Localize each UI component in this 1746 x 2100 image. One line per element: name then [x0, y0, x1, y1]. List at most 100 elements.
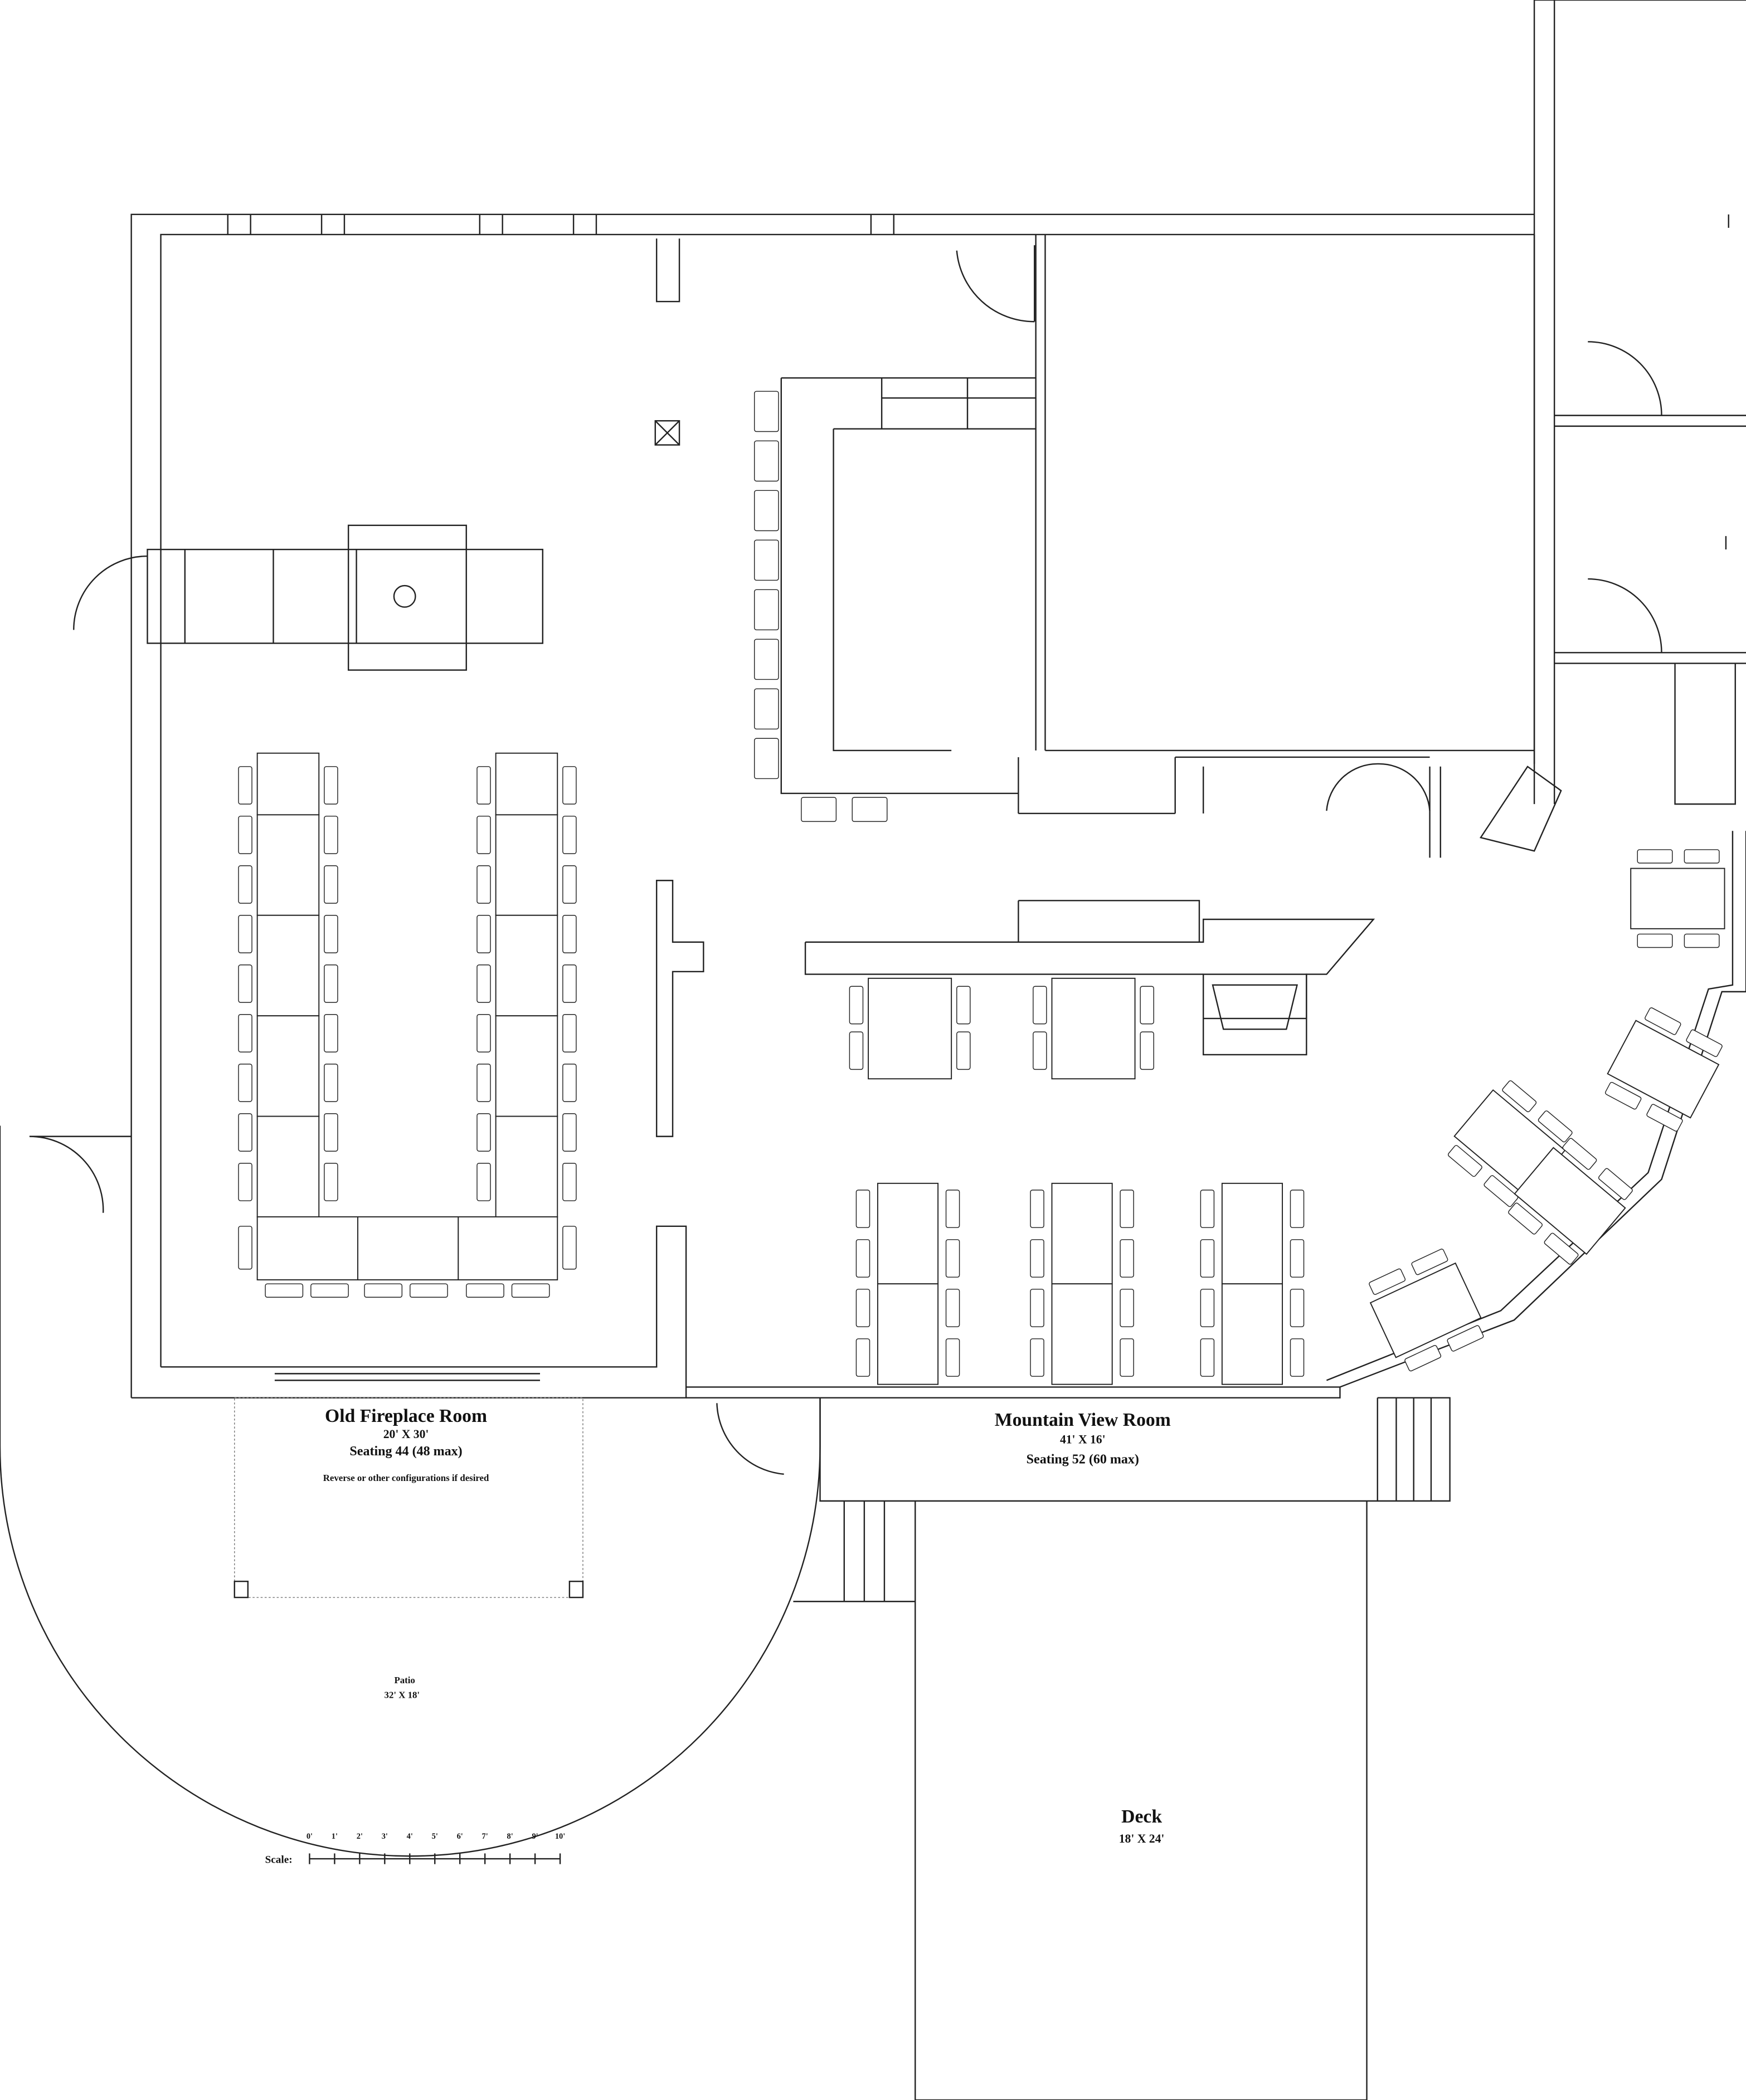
chair	[1140, 986, 1154, 1025]
chair	[562, 1226, 577, 1270]
chair	[476, 1064, 491, 1102]
deck-size: 18' X 24'	[1119, 1832, 1165, 1845]
chair	[753, 589, 779, 631]
chair	[753, 639, 779, 680]
scale-tick-label: 1'	[332, 1832, 338, 1841]
chair	[324, 915, 338, 953]
chair	[238, 1163, 252, 1201]
table	[1221, 1182, 1283, 1285]
chair	[238, 1113, 252, 1152]
chair	[238, 1064, 252, 1102]
chair	[753, 391, 779, 432]
chair	[324, 1113, 338, 1152]
chair	[1030, 1239, 1044, 1278]
scale-tick-label: 6'	[457, 1832, 463, 1841]
labels: Old Fireplace Room 20' X 30' Seating 44 …	[323, 1406, 1171, 1845]
table	[256, 1115, 320, 1217]
chair	[1447, 1145, 1482, 1177]
chair	[562, 915, 577, 953]
chair	[1033, 986, 1047, 1025]
chair	[945, 1289, 960, 1327]
chair	[1598, 1168, 1633, 1200]
scale-bar: Scale: 0'1'2'3'4'5'6'7'8'9'10'	[265, 1832, 566, 1865]
chair	[265, 1283, 304, 1298]
old-fireplace-room-title: Old Fireplace Room	[325, 1406, 487, 1426]
table-group	[1508, 1138, 1633, 1265]
chair	[310, 1283, 349, 1298]
chair	[753, 539, 779, 581]
chair	[324, 1014, 338, 1053]
mountain-view-room-seating: Seating 52 (60 max)	[1027, 1453, 1139, 1467]
chair	[1684, 849, 1720, 864]
scale-tick-label: 3'	[382, 1832, 388, 1841]
chair	[753, 688, 779, 730]
chair	[1544, 1232, 1579, 1265]
patio-title: Patio	[394, 1675, 415, 1685]
chair	[476, 1163, 491, 1201]
chair	[753, 440, 779, 482]
chair	[1120, 1289, 1134, 1327]
patio-size: 32' X 18'	[385, 1689, 420, 1700]
table-group	[1604, 1007, 1723, 1132]
scale-tick-label: 2'	[357, 1832, 363, 1841]
chair	[1645, 1007, 1681, 1035]
chair	[1538, 1110, 1573, 1143]
chair	[562, 1163, 577, 1201]
table	[1221, 1283, 1283, 1385]
chair	[324, 766, 338, 805]
chair	[1290, 1190, 1305, 1228]
chair	[753, 738, 779, 779]
chair	[324, 1163, 338, 1201]
chair	[562, 1064, 577, 1102]
chair	[1637, 933, 1673, 948]
chair	[238, 1014, 252, 1053]
table	[877, 1182, 939, 1285]
chair	[849, 1031, 864, 1070]
chair	[1604, 1081, 1642, 1110]
chair	[324, 1064, 338, 1102]
chair	[1686, 1029, 1723, 1058]
chair	[476, 915, 491, 953]
chair	[238, 865, 252, 904]
chair	[852, 797, 888, 822]
chair	[238, 766, 252, 805]
chair	[1290, 1338, 1305, 1377]
chair	[1200, 1239, 1215, 1278]
chair	[1120, 1239, 1134, 1278]
chair	[466, 1283, 504, 1298]
old-fireplace-room-seating: Seating 44 (48 max)	[349, 1444, 462, 1459]
chair	[855, 1239, 870, 1278]
chair	[945, 1338, 960, 1377]
scale-tick-label: 9'	[532, 1832, 538, 1841]
chair	[1033, 1031, 1047, 1070]
table-group	[1369, 1249, 1484, 1372]
scale-tick-label: 8'	[507, 1832, 513, 1841]
table	[495, 1115, 558, 1217]
chair	[1562, 1138, 1597, 1170]
chair	[476, 964, 491, 1003]
chair	[945, 1239, 960, 1278]
chair	[562, 816, 577, 854]
chair	[1030, 1338, 1044, 1377]
chair	[956, 1031, 971, 1070]
deck-title: Deck	[1121, 1806, 1162, 1827]
table	[256, 752, 320, 816]
scale-tick-label: 5'	[432, 1832, 438, 1841]
chair	[855, 1190, 870, 1228]
chair	[324, 865, 338, 904]
chair	[562, 865, 577, 904]
chair	[945, 1190, 960, 1228]
table	[256, 1216, 358, 1280]
furniture	[238, 391, 1725, 1385]
chair	[511, 1283, 550, 1298]
chair	[1200, 1338, 1215, 1377]
table	[1607, 1020, 1720, 1119]
chair	[1120, 1190, 1134, 1228]
chair	[1030, 1289, 1044, 1327]
chair	[753, 490, 779, 532]
old-fireplace-room-size: 20' X 30'	[383, 1427, 429, 1441]
table	[495, 914, 558, 1017]
mountain-view-room-size: 41' X 16'	[1060, 1433, 1106, 1446]
table	[1051, 1283, 1113, 1385]
